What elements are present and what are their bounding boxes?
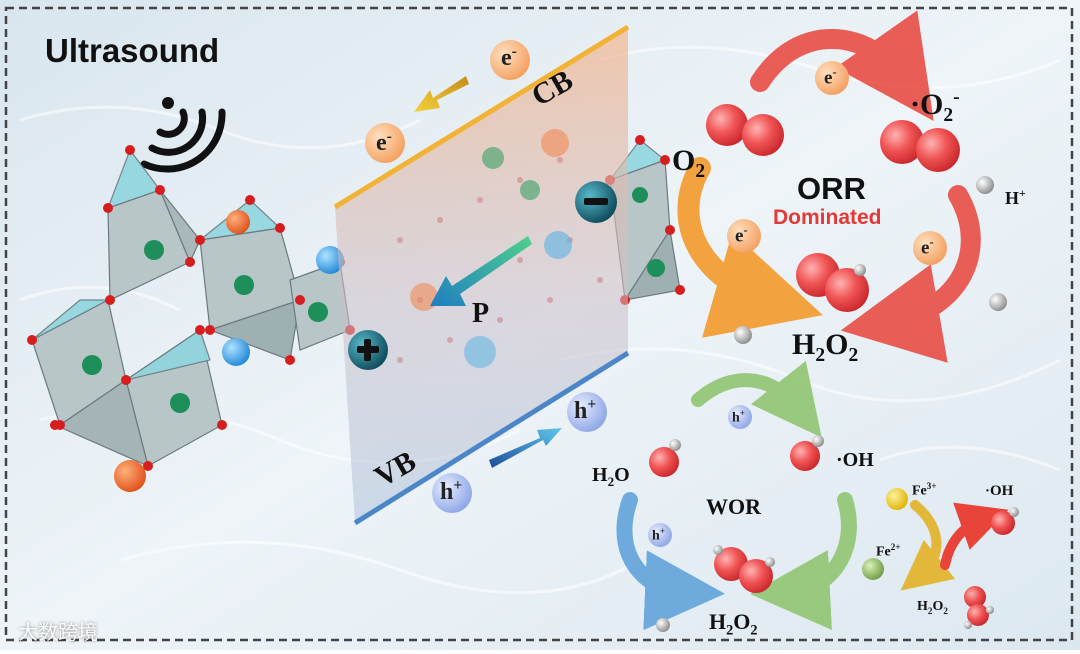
fe2-ball xyxy=(862,558,884,580)
electron-label: e- xyxy=(735,223,748,247)
superoxide-molecule xyxy=(880,120,960,172)
hole-label: h+ xyxy=(574,396,597,424)
fenton-red-arrow xyxy=(940,502,1009,570)
plane-atom xyxy=(410,283,438,311)
o2-label: O2 xyxy=(672,144,706,182)
orr-dominated-label: Dominated xyxy=(773,206,882,229)
electron-transfer-arrow xyxy=(414,76,469,112)
wor-left-arrow xyxy=(616,492,725,631)
proton-ball xyxy=(734,326,752,344)
fenton-yellow-arrow xyxy=(900,500,956,591)
electron-ball xyxy=(815,61,849,95)
hole-label: h+ xyxy=(732,408,745,426)
minus-sign-icon xyxy=(584,198,608,205)
hole-transfer-arrow xyxy=(489,428,562,468)
proton-ball xyxy=(656,618,670,632)
plane-atom xyxy=(520,180,540,200)
dashed-border xyxy=(4,6,1074,642)
polarization-arrow xyxy=(430,236,532,306)
orr-right-arrow xyxy=(840,185,981,363)
hole-ball xyxy=(728,405,752,429)
hole-label: h+ xyxy=(652,526,665,544)
polarization-label: P xyxy=(472,298,490,329)
electron-label: e- xyxy=(376,128,392,156)
oh-radical-molecule xyxy=(790,435,824,471)
fe2-label: Fe2+ xyxy=(876,542,901,560)
fenton-oh-molecule xyxy=(991,507,1019,535)
orr-top-arrow xyxy=(750,10,934,121)
ultrasound-label: Ultrasound xyxy=(45,32,220,69)
plane-atom xyxy=(482,147,504,169)
valence-band-line xyxy=(353,350,630,526)
plane-atom xyxy=(541,129,569,157)
electron-ball xyxy=(365,123,405,163)
wor-h2o2-molecule xyxy=(713,545,775,593)
crystal-structure xyxy=(31,139,681,468)
electron-ball xyxy=(913,231,947,265)
fe3-label: Fe3+ xyxy=(912,481,937,499)
hole-ball xyxy=(432,473,472,513)
wor-h2o2-label: H2O2 xyxy=(709,609,758,639)
plus-sign-v-icon xyxy=(364,339,371,361)
hole-label: h+ xyxy=(440,477,463,505)
orr-left-arrow xyxy=(677,157,823,338)
wor-right-arrow xyxy=(750,492,857,630)
watermark: 大数跨境 xyxy=(18,620,98,644)
fenton-h2o2-label: H2O2 xyxy=(917,599,948,616)
electron-label: e- xyxy=(921,235,934,259)
electron-label: e- xyxy=(824,65,837,89)
hplus-label: H+ xyxy=(1005,187,1026,208)
hole-ball xyxy=(567,392,607,432)
fenton-oh-label: ·OH xyxy=(985,483,1014,499)
h2o-molecule xyxy=(649,439,681,477)
hole-ball xyxy=(648,523,672,547)
electron-label: e- xyxy=(501,43,517,71)
plane-atom xyxy=(464,336,496,368)
proton-ball xyxy=(989,293,1007,311)
wor-label: WOR xyxy=(706,494,761,519)
plane-atom xyxy=(544,231,572,259)
superoxide-label: ·O2- xyxy=(910,87,960,126)
h2o2-main-label: H2O2 xyxy=(792,328,859,366)
conduction-band-line xyxy=(333,24,630,210)
h2o2-molecule xyxy=(796,253,869,312)
fenton-h2o2-molecule xyxy=(964,586,994,629)
fe3-ball xyxy=(886,488,908,510)
wor-top-arrow xyxy=(691,360,822,438)
electron-ball xyxy=(727,219,761,253)
h2o-label: H2O xyxy=(592,464,630,489)
electron-ball xyxy=(490,40,530,80)
ultrasound-icon xyxy=(140,97,226,173)
orr-label: ORR xyxy=(797,171,866,206)
oh-label: ·OH xyxy=(836,449,874,471)
proton-ball xyxy=(976,176,994,194)
o2-molecule xyxy=(706,104,784,156)
